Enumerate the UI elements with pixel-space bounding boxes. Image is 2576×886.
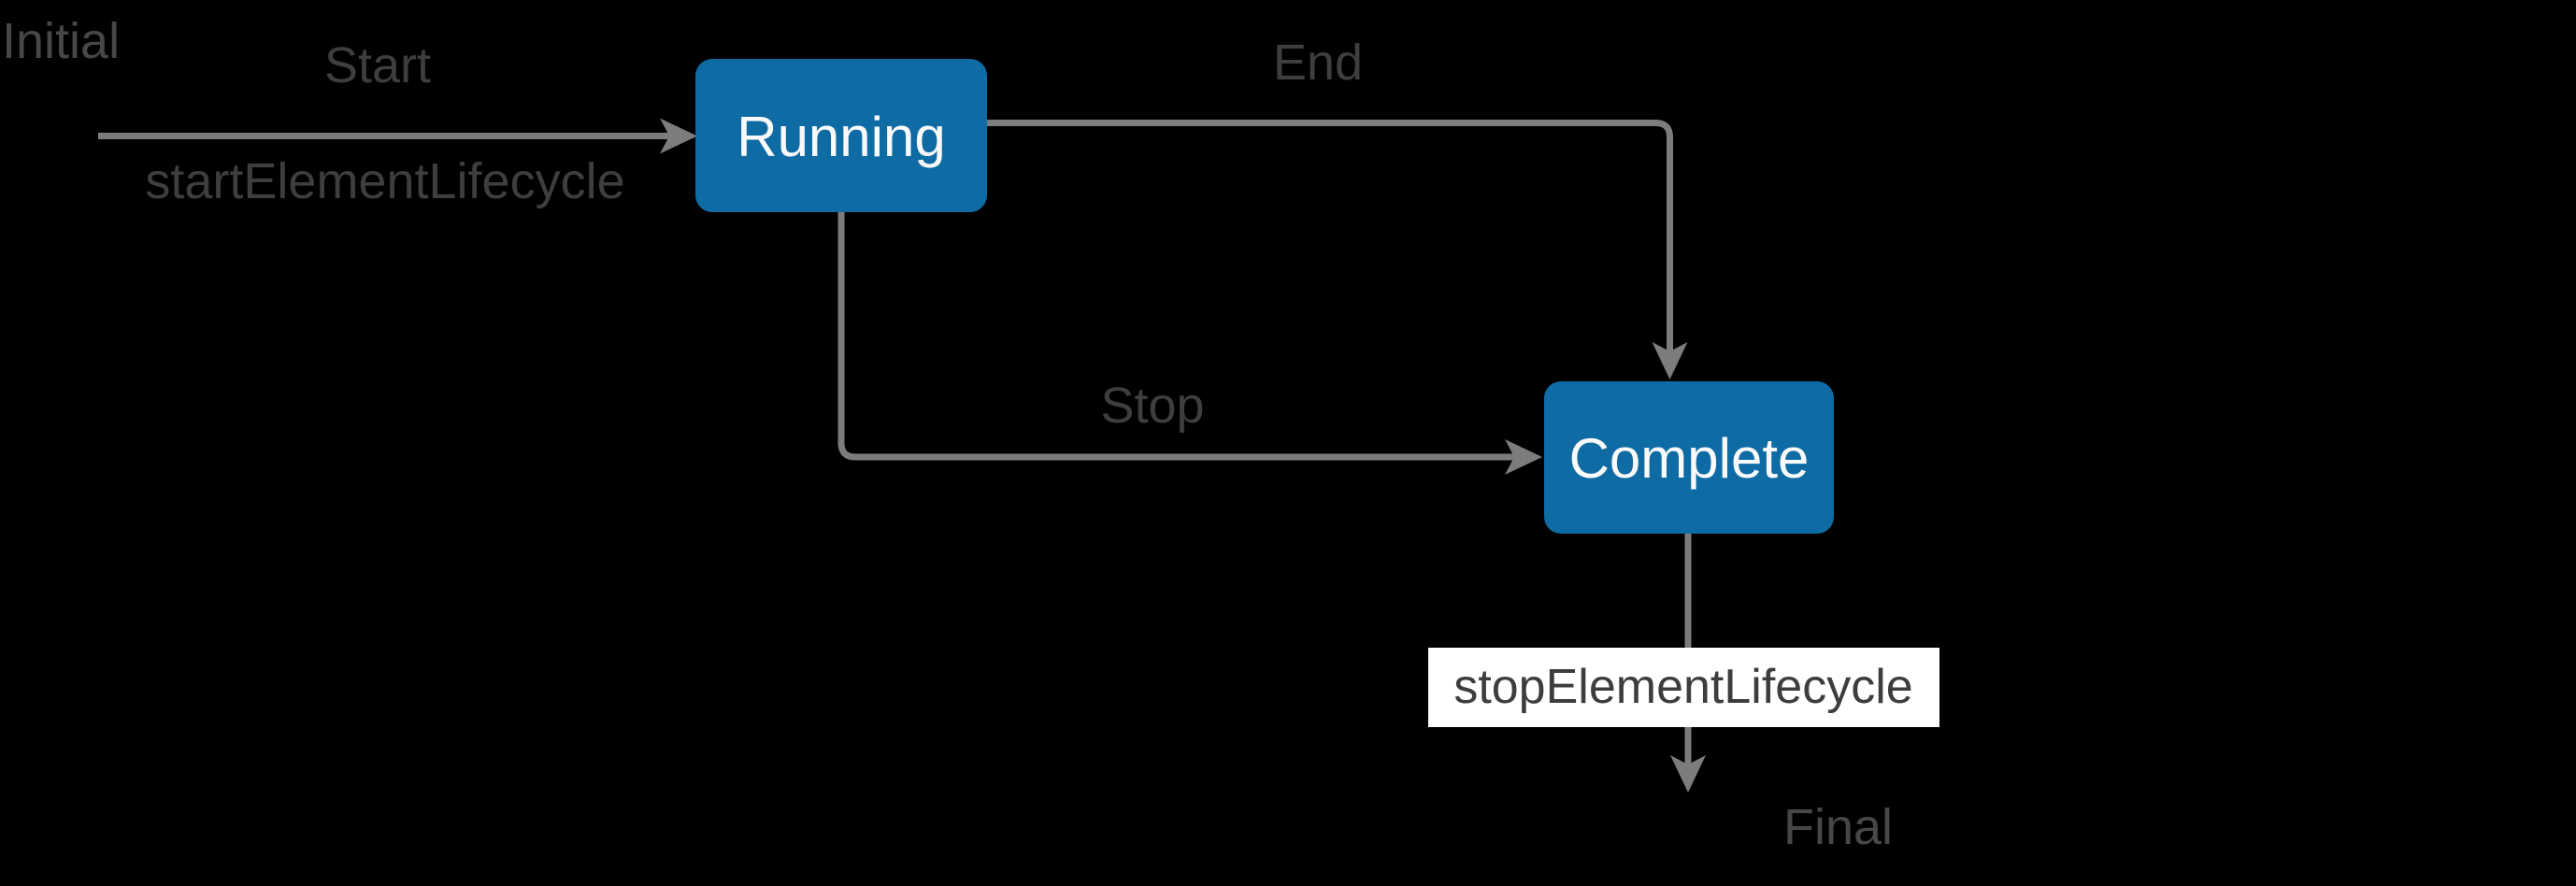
transition-final-action-label: stopElementLifecycle — [1453, 660, 1912, 714]
state-running: Running — [695, 59, 987, 212]
transition-final-arrowhead-icon — [1670, 755, 1706, 793]
transition-start-action-label: startElementLifecycle — [145, 153, 624, 209]
final-endpoint-label: Final — [1783, 799, 1893, 855]
state-complete: Complete — [1544, 381, 1834, 534]
transition-stop-line — [837, 212, 1514, 461]
state-complete-box — [1544, 381, 1834, 534]
transition-start-trigger-label: Start — [324, 37, 431, 93]
transition-final-action-label-box — [1428, 648, 1939, 727]
transition-end-arrowhead-icon — [1652, 342, 1688, 379]
transition-start-arrowhead-icon — [660, 118, 697, 154]
transition-stop-arrowhead-icon — [1505, 439, 1542, 475]
transition-end-line — [987, 120, 1673, 351]
transition-stop-trigger-label: Stop — [1100, 378, 1204, 434]
initial-endpoint-label: Initial — [2, 13, 120, 69]
state-running-label: Running — [737, 106, 946, 168]
transition-end-trigger-label: End — [1273, 35, 1363, 91]
state-running-box — [695, 59, 987, 212]
state-complete-label: Complete — [1569, 427, 1810, 490]
